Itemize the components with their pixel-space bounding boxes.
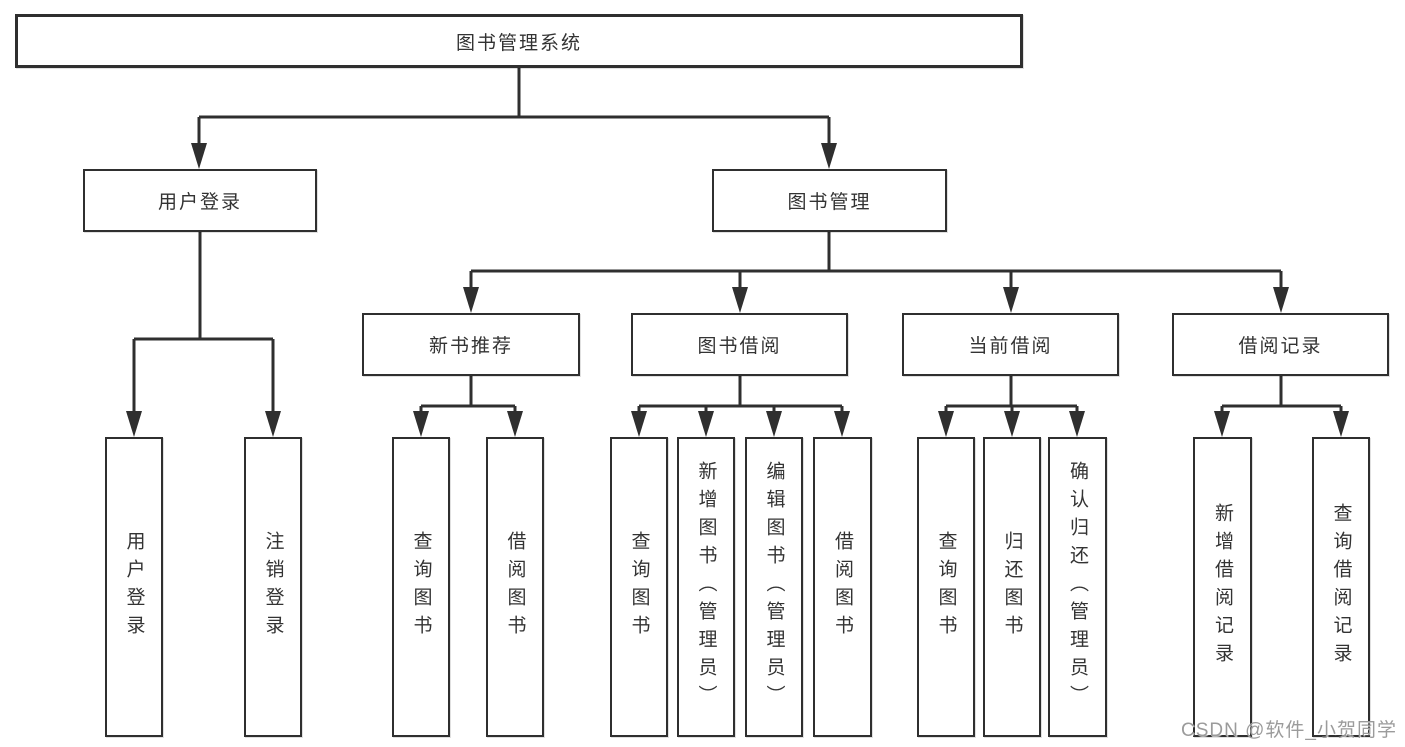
node-book-management: 图书管理 — [712, 169, 947, 232]
node-label: 用户登录 — [123, 531, 145, 643]
leaf-borrow-add-books-admin: 新增图书（管理员） — [677, 437, 735, 737]
leaf-newbook-query-books: 查询图书 — [392, 437, 450, 737]
node-label: 图书管理 — [787, 192, 872, 213]
node-label: 归还图书 — [1001, 531, 1023, 643]
leaf-current-confirm-return-admin: 确认归还（管理员） — [1048, 437, 1107, 737]
node-label: 新增图书（管理员） — [695, 461, 717, 713]
node-label: 借阅图书 — [832, 531, 853, 643]
leaf-records-add-record: 新增借阅记录 — [1193, 437, 1252, 737]
leaf-logout: 注销登录 — [244, 437, 302, 737]
leaf-user-login: 用户登录 — [105, 437, 163, 737]
leaf-borrow-query-books: 查询图书 — [610, 437, 668, 737]
node-library-system: 图书管理系统 — [15, 14, 1023, 68]
node-label: 编辑图书（管理员） — [763, 461, 785, 713]
node-label: 查询图书 — [628, 531, 650, 643]
node-user-login: 用户登录 — [83, 169, 317, 232]
node-borrow-records: 借阅记录 — [1172, 313, 1389, 376]
leaf-records-query-record: 查询借阅记录 — [1312, 437, 1370, 737]
leaf-current-query-books: 查询图书 — [917, 437, 975, 737]
leaf-newbook-borrow-books: 借阅图书 — [486, 437, 544, 737]
node-label: 查询借阅记录 — [1330, 503, 1352, 671]
node-new-book-recommend: 新书推荐 — [362, 313, 580, 376]
node-label: 新书推荐 — [428, 336, 513, 357]
node-label: 注销登录 — [262, 531, 284, 643]
node-label: 用户登录 — [157, 192, 242, 213]
node-label: 当前借阅 — [968, 336, 1053, 357]
node-book-borrow: 图书借阅 — [631, 313, 848, 376]
node-label: 图书管理系统 — [455, 32, 582, 54]
leaf-borrow-edit-books-admin: 编辑图书（管理员） — [745, 437, 803, 737]
node-label: 借阅图书 — [504, 531, 526, 643]
node-label: 借阅记录 — [1238, 336, 1323, 357]
leaf-borrow-borrow-books: 借阅图书 — [813, 437, 872, 737]
node-label: 查询图书 — [410, 531, 432, 643]
leaf-current-return-books: 归还图书 — [983, 437, 1041, 737]
node-label: 图书借阅 — [697, 336, 782, 357]
node-current-borrow: 当前借阅 — [902, 313, 1119, 376]
node-label: 新增借阅记录 — [1212, 503, 1233, 671]
node-label: 确认归还（管理员） — [1067, 461, 1088, 713]
node-label: 查询图书 — [935, 531, 957, 643]
